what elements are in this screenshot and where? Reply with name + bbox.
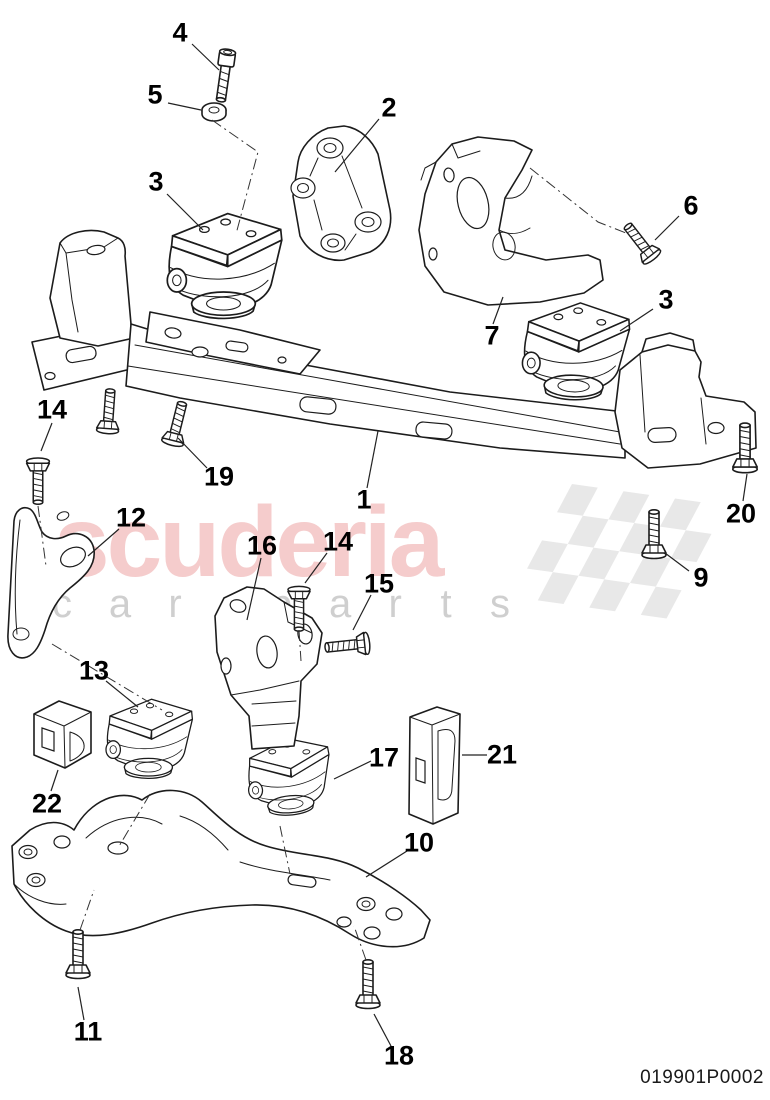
part-1-crossmember (31, 229, 757, 469)
callout-label-22[interactable]: 22 (31, 788, 63, 819)
leader-line-14 (40, 422, 53, 452)
callout-label-9[interactable]: 9 (693, 562, 709, 593)
leader-line-6 (654, 215, 680, 241)
callout-label-4[interactable]: 4 (172, 17, 188, 48)
callout-label-1[interactable]: 1 (356, 484, 372, 515)
callout-label-10[interactable]: 10 (403, 827, 435, 858)
callout-label-16[interactable]: 16 (246, 530, 278, 561)
callout-label-14[interactable]: 14 (322, 526, 354, 557)
leader-line-3 (166, 193, 204, 231)
callout-label-15[interactable]: 15 (363, 568, 395, 599)
leader-line-4 (191, 43, 220, 71)
callout-label-20[interactable]: 20 (725, 498, 757, 529)
leader-line-13 (105, 680, 139, 708)
callout-label-5[interactable]: 5 (147, 79, 163, 110)
callout-label-19[interactable]: 19 (203, 461, 235, 492)
watermark-letter: a (329, 582, 352, 626)
leader-line-11 (77, 986, 85, 1021)
leader-line-18 (373, 1013, 392, 1047)
leader-line-10 (365, 850, 408, 878)
part-12-lever-bracket (7, 506, 95, 659)
callout-label-21[interactable]: 21 (486, 739, 518, 770)
leader-line-15 (352, 594, 372, 631)
part-2-bracket (290, 125, 392, 261)
part-10-subframe (11, 789, 431, 948)
callout-label-12[interactable]: 12 (115, 502, 147, 533)
leader-line-2 (334, 118, 380, 173)
leader-line-9 (664, 552, 690, 572)
leader-line-3 (619, 308, 654, 332)
leader-line-5 (167, 102, 202, 111)
callout-label-6[interactable]: 6 (683, 190, 699, 221)
part-5-washer (201, 102, 227, 122)
watermark-letter: r (388, 582, 402, 626)
watermark-letter: t (440, 582, 452, 626)
part-4-socket-bolt (215, 48, 237, 103)
leader-line-16 (246, 557, 262, 621)
callout-label-2[interactable]: 2 (381, 92, 397, 123)
drawing-number: 019901P0002 (640, 1067, 764, 1088)
callout-label-3[interactable]: 3 (658, 284, 674, 315)
callout-label-13[interactable]: 13 (78, 655, 110, 686)
leader-line-1 (366, 430, 379, 489)
callout-label-11[interactable]: 11 (73, 1016, 103, 1047)
callout-label-7[interactable]: 7 (484, 320, 500, 351)
callout-label-18[interactable]: 18 (383, 1040, 415, 1071)
callout-label-14[interactable]: 14 (36, 394, 68, 425)
watermark-letter: s (490, 582, 510, 626)
leader-lines (40, 43, 748, 1047)
leader-line-22 (50, 769, 59, 792)
leader-line-14 (304, 552, 328, 584)
watermark-carparts-text: car parts (52, 584, 510, 624)
callout-label-3[interactable]: 3 (148, 166, 164, 197)
leader-line-17 (333, 760, 372, 780)
part-7-bracket (418, 136, 604, 306)
leader-line-19 (177, 437, 208, 469)
part-21-buffer-block (408, 706, 461, 825)
part-22-buffer-block (33, 700, 92, 769)
watermark-letter: a (108, 582, 132, 626)
leader-line-20 (742, 473, 748, 502)
watermark-brand-text: scuderia (54, 486, 444, 598)
watermark-letter: r (168, 582, 182, 626)
assembly-axes (37, 119, 627, 961)
leader-line-7 (492, 296, 504, 325)
leader-line-12 (87, 528, 120, 557)
callout-label-17[interactable]: 17 (368, 742, 400, 773)
